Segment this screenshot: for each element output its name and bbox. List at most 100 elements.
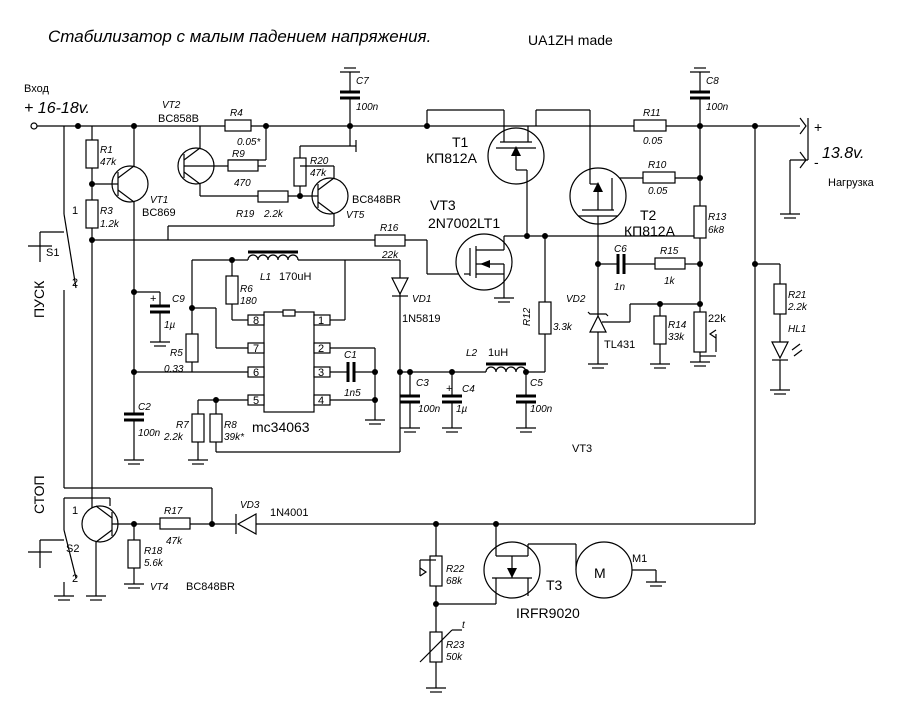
c2-value: 100n <box>138 428 161 439</box>
r11-resistor <box>633 119 667 132</box>
r15-value: 1k <box>664 276 676 287</box>
r11-label: R11 <box>643 108 661 119</box>
r12-label: R12 <box>522 307 533 326</box>
r12-resistor <box>538 301 552 335</box>
r12-value: 3.3k <box>553 322 573 333</box>
vd1-label: VD1 <box>412 294 431 305</box>
r10-resistor <box>642 171 676 184</box>
t2-type: КП812А <box>624 223 676 239</box>
r8-value: 39k* <box>224 432 245 443</box>
input-label: Вход <box>24 83 49 95</box>
vt3-type: 2N7002LT1 <box>428 215 500 231</box>
r22-label: R22 <box>446 564 465 575</box>
r21-resistor <box>773 283 787 315</box>
r1-label: R1 <box>100 145 113 156</box>
c4-value: 1µ <box>456 404 468 415</box>
s1-label: S1 <box>46 247 59 259</box>
c4-plus: + <box>446 383 452 395</box>
t1-type: КП812А <box>426 150 478 166</box>
r5-resistor <box>185 333 199 363</box>
l1-value: 170uH <box>279 271 311 283</box>
vt3-extra-label: VT3 <box>572 443 592 455</box>
r14-label: R14 <box>668 320 687 331</box>
vt4-label: VT4 <box>150 582 169 593</box>
r5-label: R5 <box>170 348 183 359</box>
vd1-type: 1N5819 <box>402 313 441 325</box>
r13-value: 6k8 <box>708 225 725 236</box>
ic-name: mc34063 <box>252 419 310 435</box>
trimmer-resistor <box>693 311 707 353</box>
vt5-label: VT5 <box>346 210 365 221</box>
r10-value: 0.05 <box>648 186 668 197</box>
c9-plus: + <box>150 293 156 305</box>
r23-value: 50k <box>446 652 463 663</box>
t1-label: T1 <box>452 134 469 150</box>
l1-label: L1 <box>260 272 271 283</box>
c8-value: 100n <box>706 102 729 113</box>
r23-t: t <box>462 620 466 631</box>
ic-pin2: 2 <box>318 343 324 355</box>
hl1-led <box>771 341 789 360</box>
r4-label: R4 <box>230 108 243 119</box>
vd2-label: VD2 <box>566 294 586 305</box>
input-voltage: + 16-18v. <box>24 100 90 117</box>
r17-resistor <box>159 517 191 530</box>
r1-resistor <box>85 139 99 169</box>
c8-label: C8 <box>706 76 719 87</box>
r13-label: R13 <box>708 212 727 223</box>
r5-value: 0.33 <box>164 364 184 375</box>
r8-label: R8 <box>224 420 237 431</box>
c6-value: 1n <box>614 282 626 293</box>
s2-label: S2 <box>66 543 79 555</box>
r16-resistor <box>374 234 406 247</box>
vt4-type: BC848BR <box>186 581 235 593</box>
r22-value: 68k <box>446 576 463 587</box>
author-label: UA1ZH made <box>528 32 613 48</box>
diagram-title: Стабилизатор с малым падением напряжения… <box>48 27 431 46</box>
r19-resistor <box>257 190 289 203</box>
m1-label: M1 <box>632 553 647 565</box>
r23-label: R23 <box>446 640 465 651</box>
hl1-label: HL1 <box>788 324 806 335</box>
vt5-type: BC848BR <box>352 194 401 206</box>
r18-label: R18 <box>144 546 163 557</box>
c9-label: C9 <box>172 294 185 305</box>
ic-pin1: 1 <box>318 315 324 327</box>
r17-label: R17 <box>164 506 183 517</box>
r18-resistor <box>127 539 141 569</box>
stop-button-label: СТОП <box>31 475 47 514</box>
ic-mc34063 <box>263 311 315 413</box>
trimmer-value: 22k <box>708 313 726 325</box>
c2-label: C2 <box>138 402 151 413</box>
vd3-type: 1N4001 <box>270 507 309 519</box>
vt2-label: VT2 <box>162 100 181 111</box>
r14-resistor <box>653 315 667 345</box>
output-minus: - <box>814 154 819 170</box>
c3-label: C3 <box>416 378 429 389</box>
r11-value: 0.05 <box>643 136 663 147</box>
ic-pin7: 7 <box>253 343 259 355</box>
c9-value: 1µ <box>164 320 176 331</box>
output-voltage: 13.8v. <box>822 145 864 162</box>
load-label: Нагрузка <box>828 177 875 189</box>
t2-label: T2 <box>640 207 657 223</box>
r9-value: 470 <box>234 178 251 189</box>
r19-label: R19 <box>236 209 255 220</box>
r4-resistor <box>224 119 252 132</box>
r21-label: R21 <box>788 290 806 301</box>
vt1-type: BC869 <box>142 207 176 219</box>
ic-pin4: 4 <box>318 395 324 407</box>
vt3-label: VT3 <box>430 197 456 213</box>
r1-value: 47k <box>100 157 117 168</box>
r16-label: R16 <box>380 223 399 234</box>
r7-value: 2.2k <box>163 432 184 443</box>
vt1-label: VT1 <box>150 195 168 206</box>
l2-value: 1uH <box>488 347 508 359</box>
r4-value: 0.05* <box>237 137 261 148</box>
c1-value: 1n5 <box>344 388 361 399</box>
l2-label: L2 <box>466 348 478 359</box>
r15-label: R15 <box>660 246 679 257</box>
l1-inductor <box>247 254 299 261</box>
r3-value: 1.2k <box>100 219 120 230</box>
